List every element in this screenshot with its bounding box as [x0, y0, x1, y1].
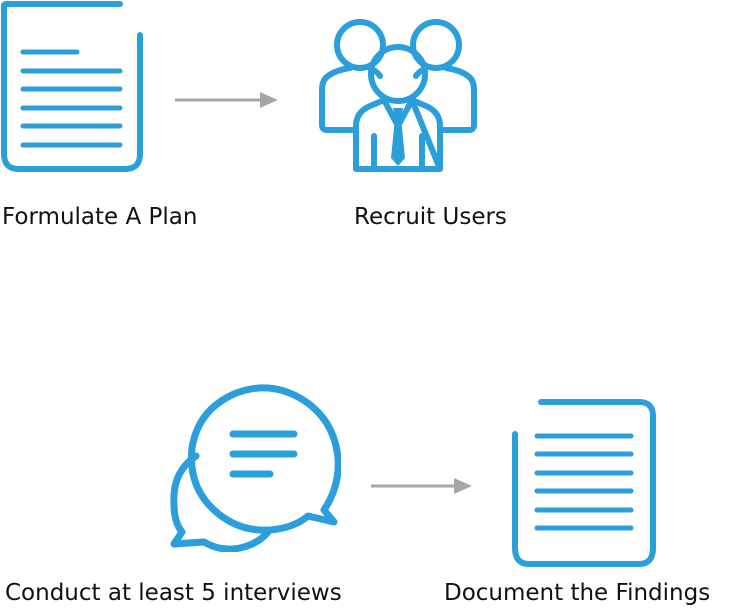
step-label-recruit-users: Recruit Users	[354, 204, 507, 230]
step-label-conduct-interviews: Conduct at least 5 interviews	[5, 580, 342, 606]
users-group-icon	[319, 19, 477, 172]
step-label-document-findings: Document the Findings	[444, 580, 711, 606]
arrow-right-icon	[371, 478, 472, 494]
step-label-formulate-plan: Formulate A Plan	[2, 204, 198, 230]
arrow-right-icon	[175, 92, 278, 108]
chat-bubbles-icon	[170, 384, 341, 552]
document-icon	[1, 1, 143, 172]
document-icon	[512, 399, 656, 567]
